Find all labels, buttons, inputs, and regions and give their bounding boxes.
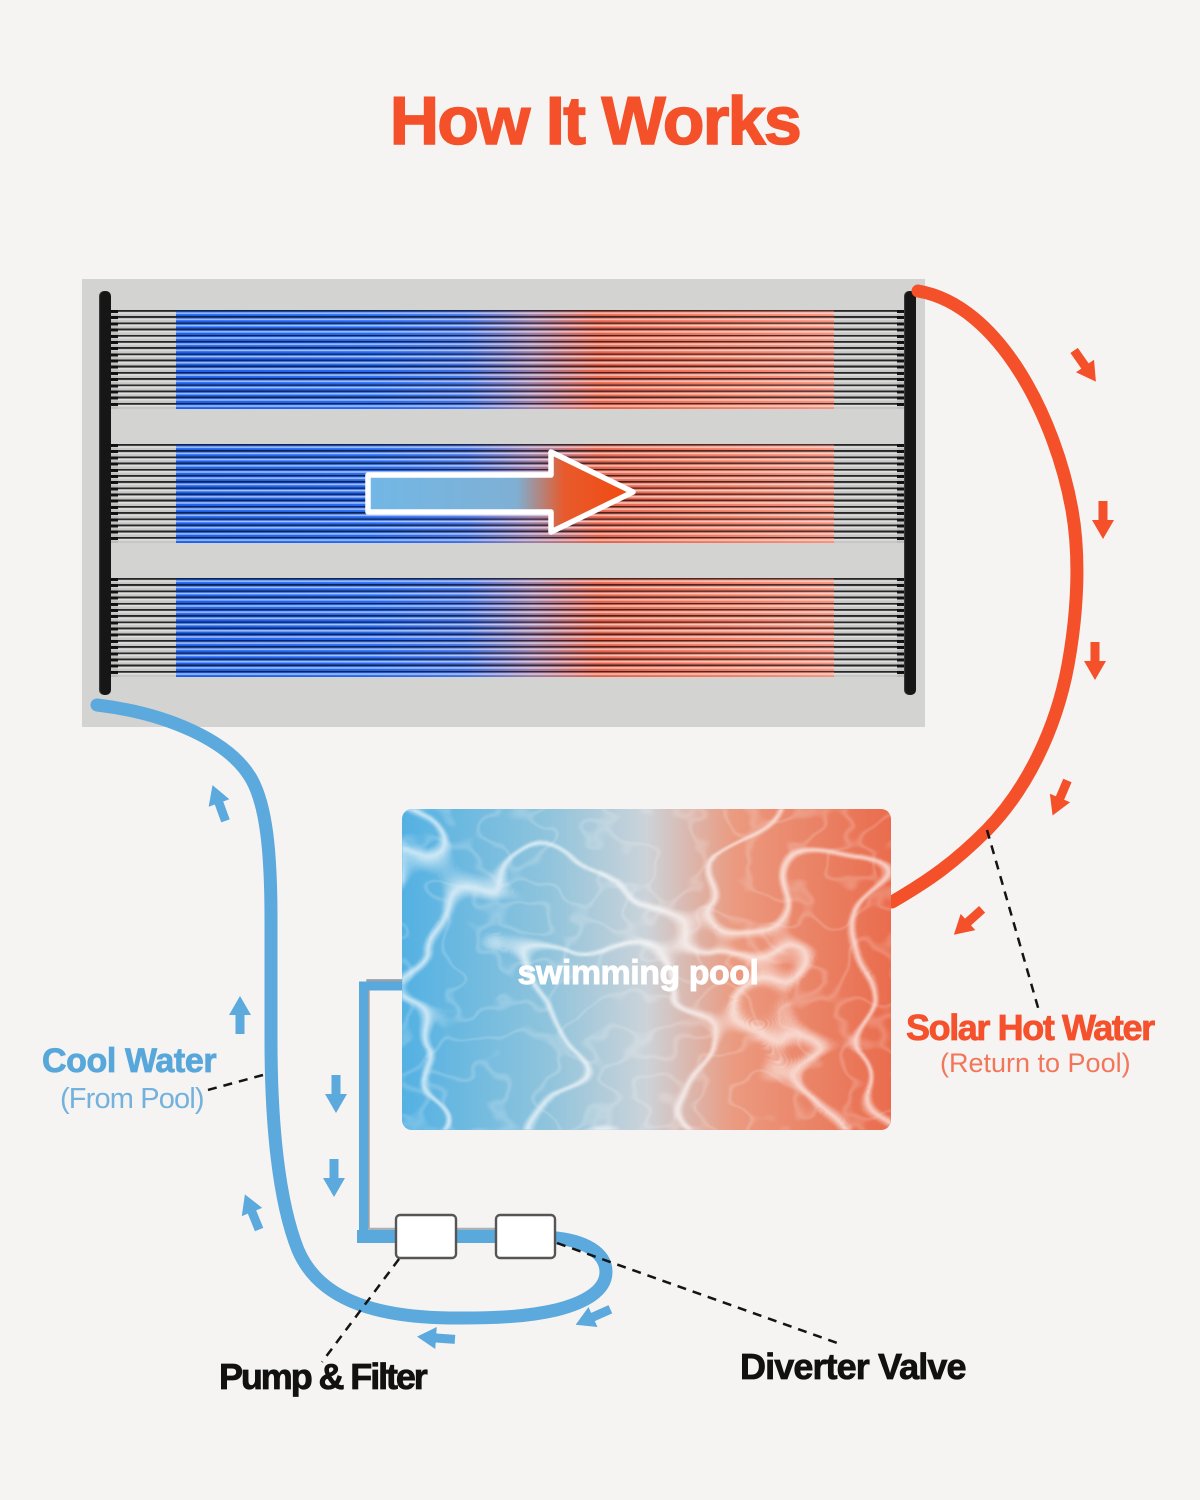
- svg-text:swimming pool: swimming pool: [518, 954, 759, 992]
